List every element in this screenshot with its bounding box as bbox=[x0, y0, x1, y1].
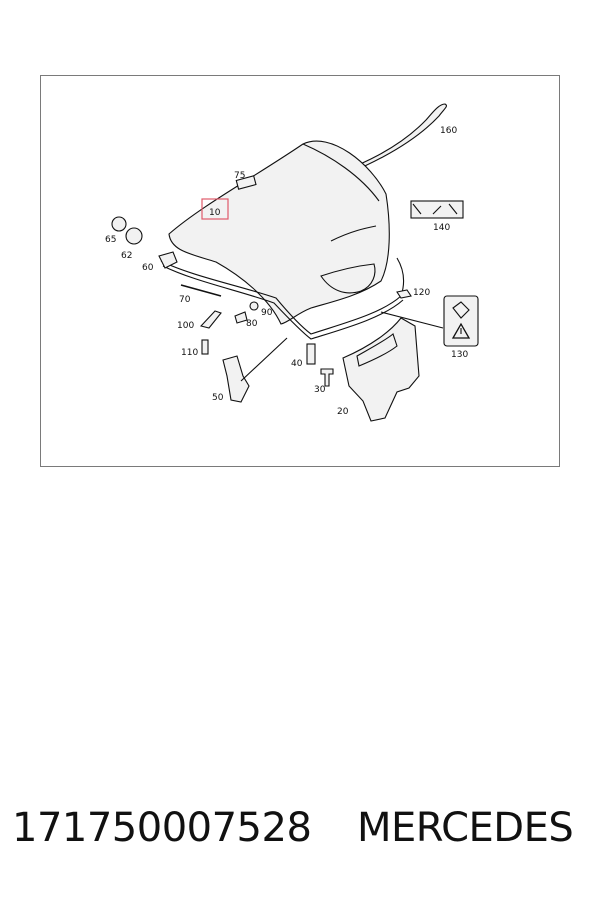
callout-10-highlight bbox=[201, 198, 229, 220]
screw-30[interactable] bbox=[320, 368, 334, 387]
bumper-75[interactable] bbox=[235, 175, 257, 190]
warning-label-130[interactable] bbox=[443, 295, 479, 347]
part-number: 171750007528 bbox=[12, 805, 312, 851]
screw-110[interactable] bbox=[201, 339, 209, 355]
brand-name: MERCEDES bbox=[357, 805, 574, 851]
hinge-60[interactable] bbox=[158, 251, 178, 269]
parts-diagram: 10 75 160 140 65 62 60 70 90 80 100 120 … bbox=[105, 103, 479, 422]
callout-20[interactable]: 20 bbox=[337, 407, 349, 417]
clip-90[interactable] bbox=[249, 301, 259, 311]
trunk-seal[interactable] bbox=[160, 257, 405, 335]
warning-hand-icon bbox=[452, 301, 470, 319]
lock-leader bbox=[240, 337, 288, 382]
callout-65[interactable]: 65 bbox=[105, 235, 116, 245]
diagram-frame: 10 75 160 140 65 62 60 70 90 80 100 120 … bbox=[40, 75, 560, 467]
handle-slot bbox=[356, 333, 398, 367]
warning-triangle-icon bbox=[451, 322, 471, 339]
callout-50[interactable]: 50 bbox=[212, 393, 224, 403]
callout-75[interactable]: 75 bbox=[234, 171, 245, 181]
license-plate-recess bbox=[320, 263, 376, 294]
footer: 171750007528 MERCEDES bbox=[0, 805, 600, 865]
callout-120[interactable]: 120 bbox=[413, 288, 430, 298]
callout-130[interactable]: 130 bbox=[451, 350, 468, 360]
rod-70[interactable] bbox=[180, 284, 222, 297]
callout-140[interactable]: 140 bbox=[433, 223, 450, 233]
callout-110[interactable]: 110 bbox=[181, 348, 198, 358]
emblem-62[interactable] bbox=[125, 227, 143, 245]
callout-100[interactable]: 100 bbox=[177, 321, 194, 331]
grommet-120[interactable] bbox=[396, 289, 412, 299]
callout-80[interactable]: 80 bbox=[246, 319, 258, 329]
label-140-symbols bbox=[412, 203, 458, 215]
trunk-lid-crease bbox=[302, 143, 380, 202]
lock-50[interactable] bbox=[222, 355, 250, 403]
bolt-80[interactable] bbox=[234, 311, 248, 324]
callout-30[interactable]: 30 bbox=[314, 385, 326, 395]
callout-70[interactable]: 70 bbox=[179, 295, 191, 305]
trunk-lid-lamp-recess bbox=[330, 225, 377, 242]
callout-62[interactable]: 62 bbox=[121, 251, 132, 261]
handle-bracket-20[interactable] bbox=[342, 317, 420, 422]
callout-40[interactable]: 40 bbox=[291, 359, 303, 369]
callout-60[interactable]: 60 bbox=[142, 263, 154, 273]
emblem-65[interactable] bbox=[111, 216, 127, 232]
bracket-leader bbox=[380, 311, 444, 329]
callout-10[interactable]: 10 bbox=[209, 208, 221, 218]
bracket-100[interactable] bbox=[199, 310, 222, 329]
callout-160[interactable]: 160 bbox=[440, 126, 457, 136]
trunk-lid[interactable] bbox=[168, 140, 390, 325]
bolt-40[interactable] bbox=[306, 343, 316, 365]
callout-90[interactable]: 90 bbox=[261, 308, 273, 318]
